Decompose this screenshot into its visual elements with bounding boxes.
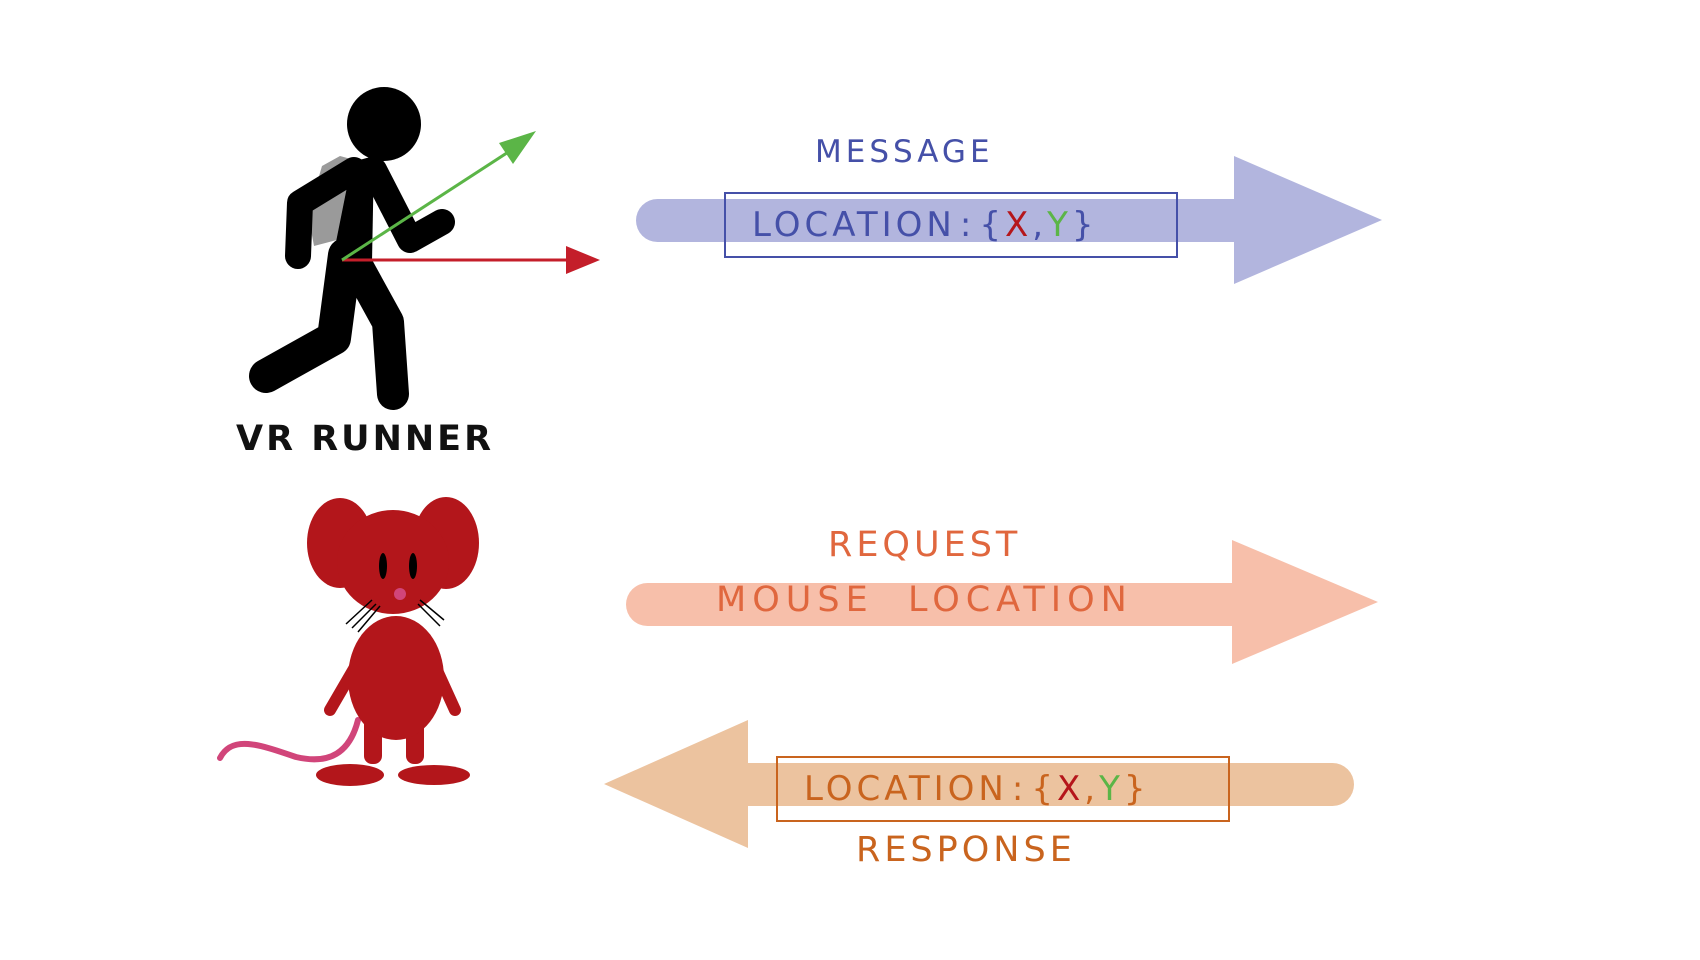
vr-runner-label: VR RUNNER bbox=[236, 419, 495, 459]
message-arrow bbox=[636, 156, 1382, 284]
mouse-left-foot bbox=[316, 764, 384, 786]
heading-vector bbox=[341, 131, 536, 262]
mouse-nose bbox=[394, 588, 406, 600]
payload-open-brace: { bbox=[1031, 769, 1057, 809]
runner-front-arm bbox=[361, 157, 455, 253]
runner-front-leg bbox=[339, 246, 409, 410]
payload-comma: , bbox=[1032, 205, 1048, 245]
runner-back-leg bbox=[249, 238, 362, 393]
mouse-tail bbox=[217, 717, 361, 763]
payload-y-value: Y bbox=[1047, 205, 1072, 245]
payload-separator: : bbox=[959, 205, 976, 245]
runner-head bbox=[347, 87, 421, 161]
runner-back-arm bbox=[285, 157, 367, 269]
payload-x-value: X bbox=[1004, 205, 1033, 245]
message-title: MESSAGE bbox=[815, 134, 994, 170]
response-payload: LOCATION : { X , Y } bbox=[776, 756, 1230, 822]
payload-key: LOCATION bbox=[752, 205, 956, 245]
payload-y-value: Y bbox=[1099, 769, 1124, 809]
response-title: RESPONSE bbox=[856, 830, 1076, 870]
request-title: REQUEST bbox=[828, 525, 1022, 565]
payload-close-brace: } bbox=[1123, 769, 1150, 809]
mouse-right-foot bbox=[398, 765, 470, 785]
vr-runner-figure bbox=[249, 87, 455, 410]
payload-comma: , bbox=[1084, 769, 1100, 809]
payload-key: LOCATION bbox=[804, 769, 1008, 809]
message-payload: LOCATION : { X , Y } bbox=[724, 192, 1178, 258]
payload-close-brace: } bbox=[1071, 205, 1098, 245]
mouse-whiskers bbox=[345, 599, 445, 633]
mouse-body bbox=[348, 616, 444, 740]
response-arrow bbox=[604, 720, 1354, 848]
mouse-right-eye bbox=[409, 553, 417, 579]
payload-x-value: X bbox=[1056, 769, 1085, 809]
request-body: MOUSE LOCATION bbox=[716, 580, 1133, 620]
payload-open-brace: { bbox=[979, 205, 1005, 245]
mouse-left-eye bbox=[379, 553, 387, 579]
mouse-figure bbox=[217, 497, 479, 786]
runner-torso bbox=[332, 156, 374, 262]
request-arrow bbox=[626, 540, 1378, 664]
mouse-head bbox=[337, 510, 449, 614]
payload-separator: : bbox=[1011, 769, 1028, 809]
forward-vector bbox=[342, 246, 600, 274]
